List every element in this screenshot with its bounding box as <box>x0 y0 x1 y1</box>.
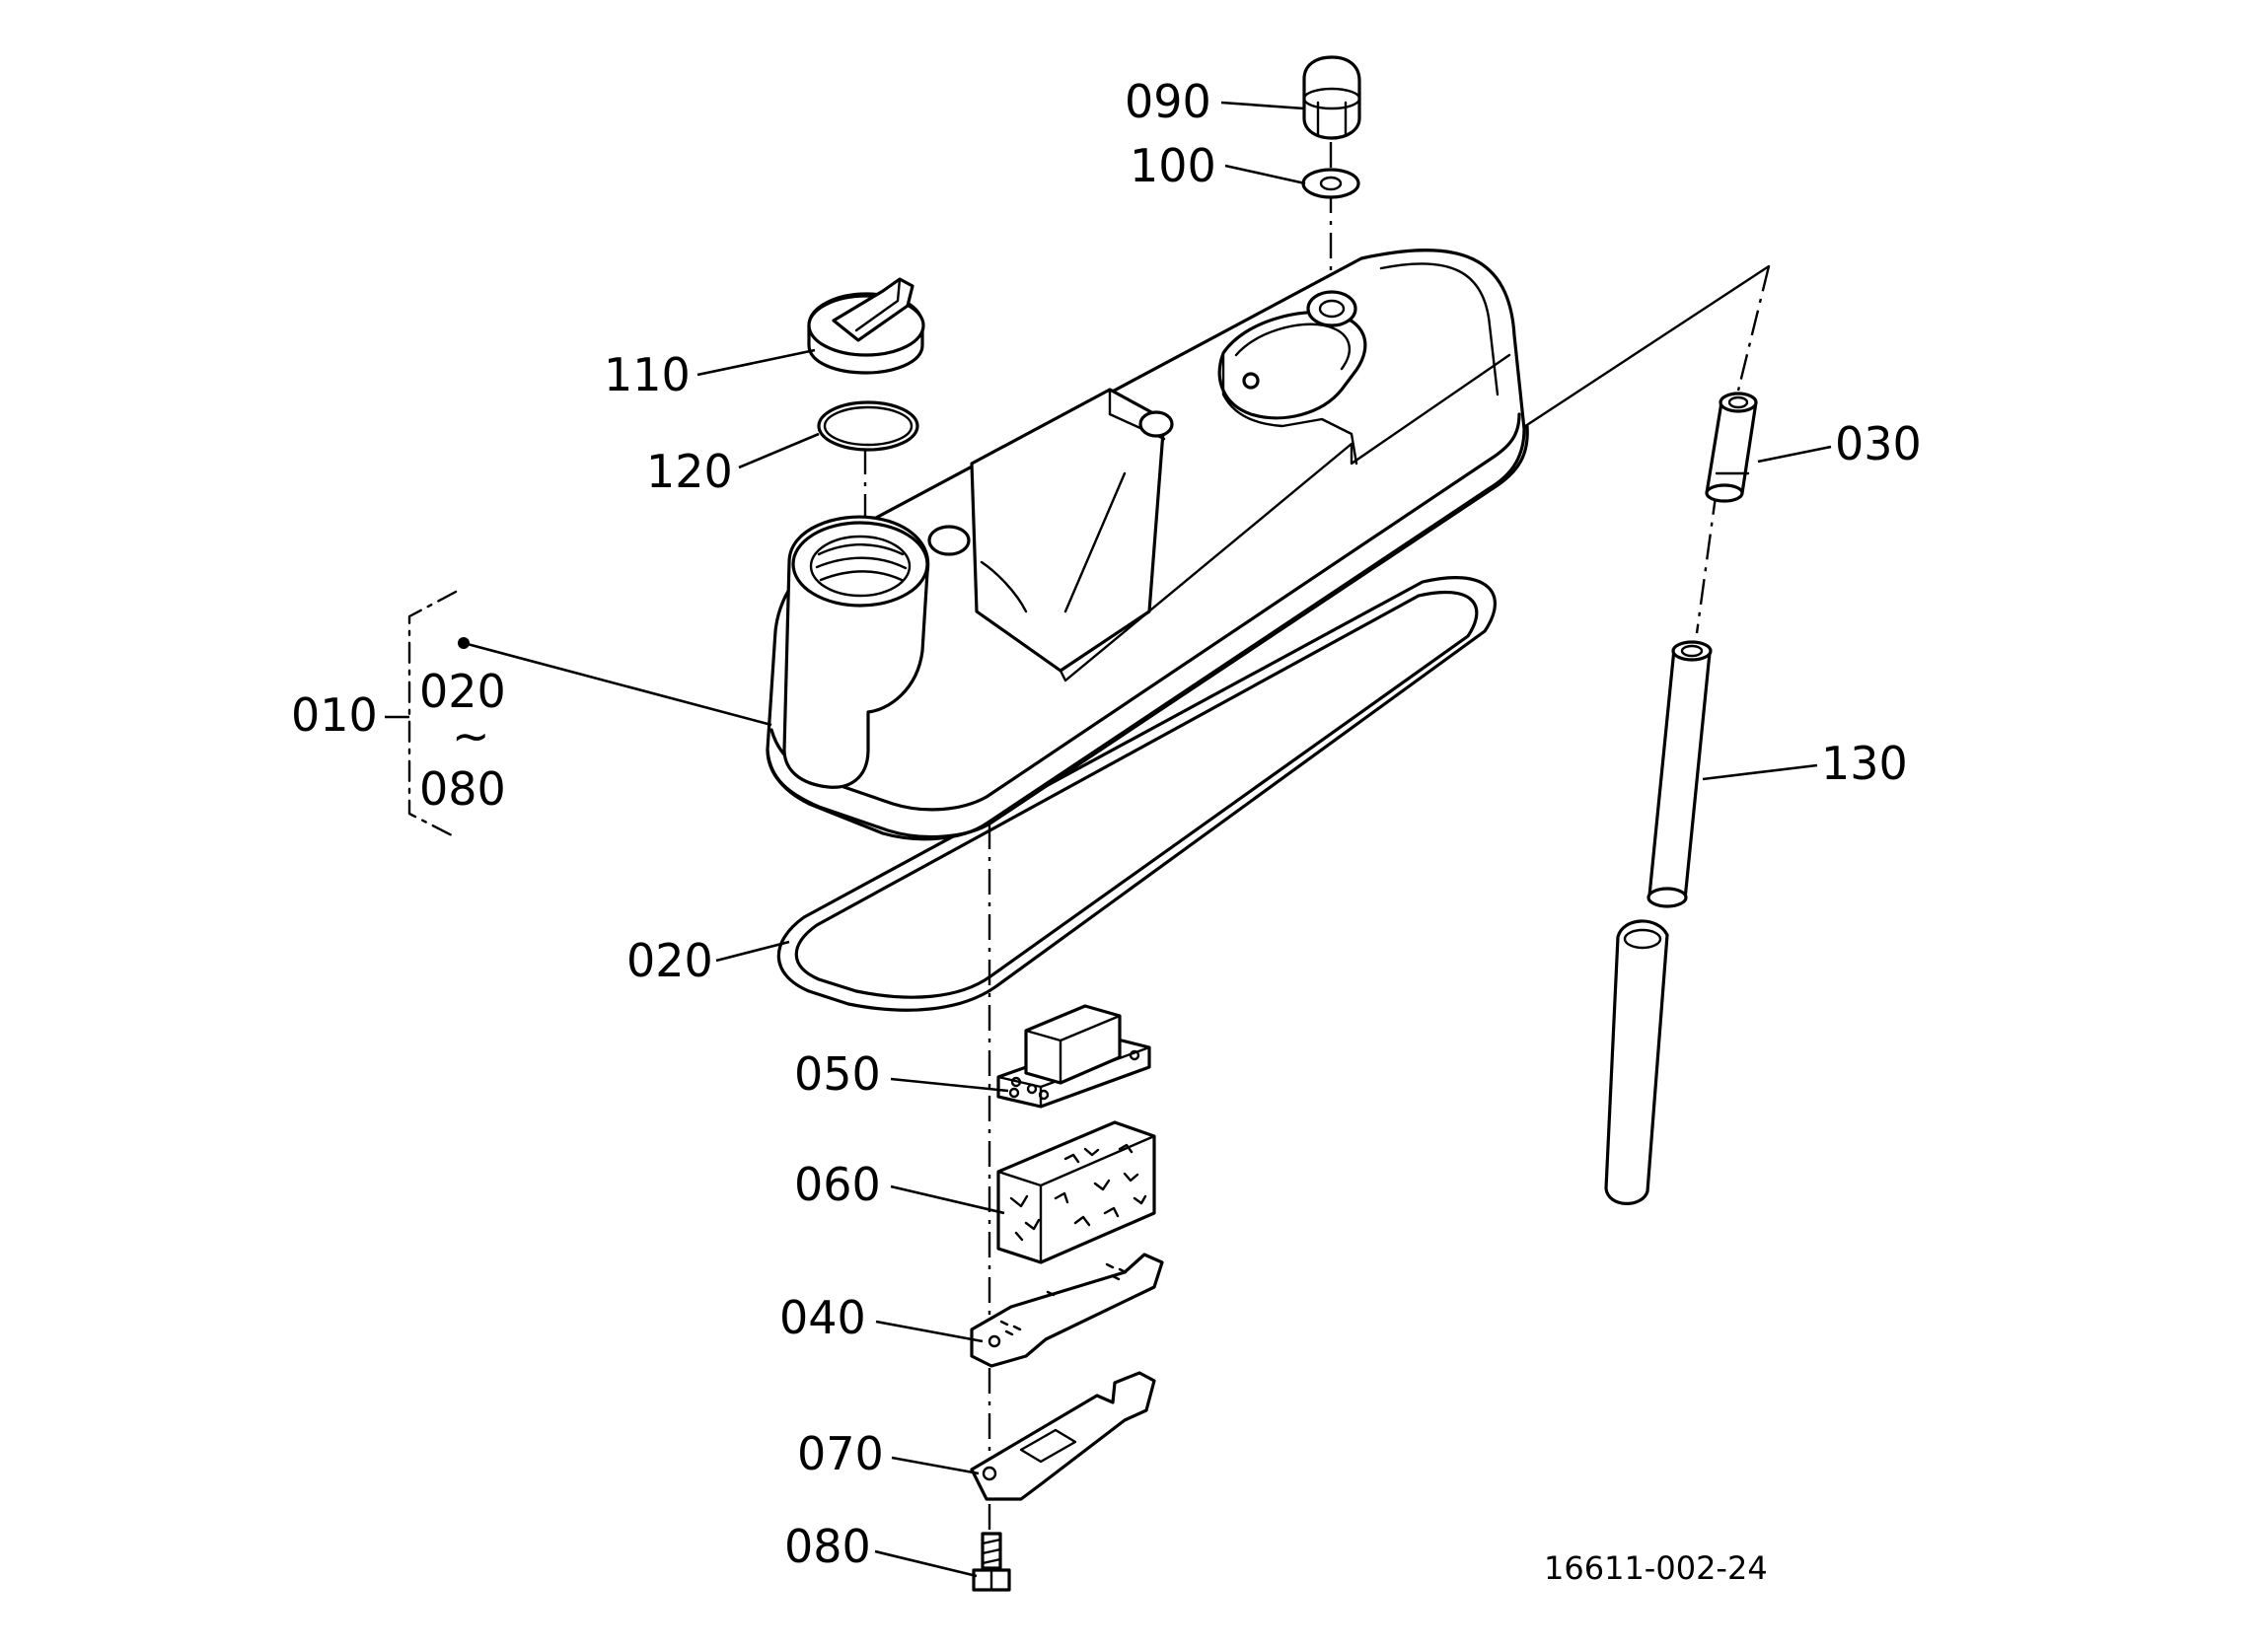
pipe-part-030 <box>1705 392 1758 503</box>
diagram-reference-code: 16611-002-24 <box>1544 1549 1768 1587</box>
callout-range-start-020: 020 <box>419 665 506 718</box>
screw-part-080 <box>972 1532 1011 1592</box>
callout-020: 020 <box>626 934 713 987</box>
callout-110: 110 <box>604 348 691 401</box>
o-ring-part-120 <box>817 400 919 452</box>
callout-010: 010 <box>291 688 378 742</box>
callout-range-end-080: 080 <box>419 762 506 816</box>
filter-element-part-060 <box>996 1120 1156 1264</box>
callout-080: 080 <box>784 1520 871 1573</box>
plate-part-070 <box>970 1371 1156 1501</box>
callout-060: 060 <box>794 1158 881 1211</box>
callout-030: 030 <box>1835 417 1922 470</box>
callout-090: 090 <box>1125 75 1211 128</box>
cap-nut-part-090 <box>1302 55 1361 140</box>
callout-040: 040 <box>779 1291 866 1344</box>
callout-range-tilde: ~ <box>452 709 490 762</box>
callout-120: 120 <box>646 445 733 498</box>
washer-part-100 <box>1301 168 1360 199</box>
callout-labels: 090 100 110 120 030 130 010 020 ~ 080 02… <box>291 75 1922 1587</box>
breather-hose-part-130 <box>1604 640 1713 1205</box>
plate-part-040 <box>970 1253 1164 1368</box>
callout-100: 100 <box>1130 139 1216 192</box>
gasket-part-020 <box>776 576 1497 1012</box>
rocker-cover-part-010 <box>766 249 1529 841</box>
deflector-part-050 <box>996 1004 1151 1109</box>
callout-070: 070 <box>797 1427 884 1480</box>
callout-130: 130 <box>1821 737 1908 790</box>
oil-filler-cap-part-110 <box>807 277 925 375</box>
callout-050: 050 <box>794 1047 881 1101</box>
leader-lines <box>463 101 1832 1578</box>
